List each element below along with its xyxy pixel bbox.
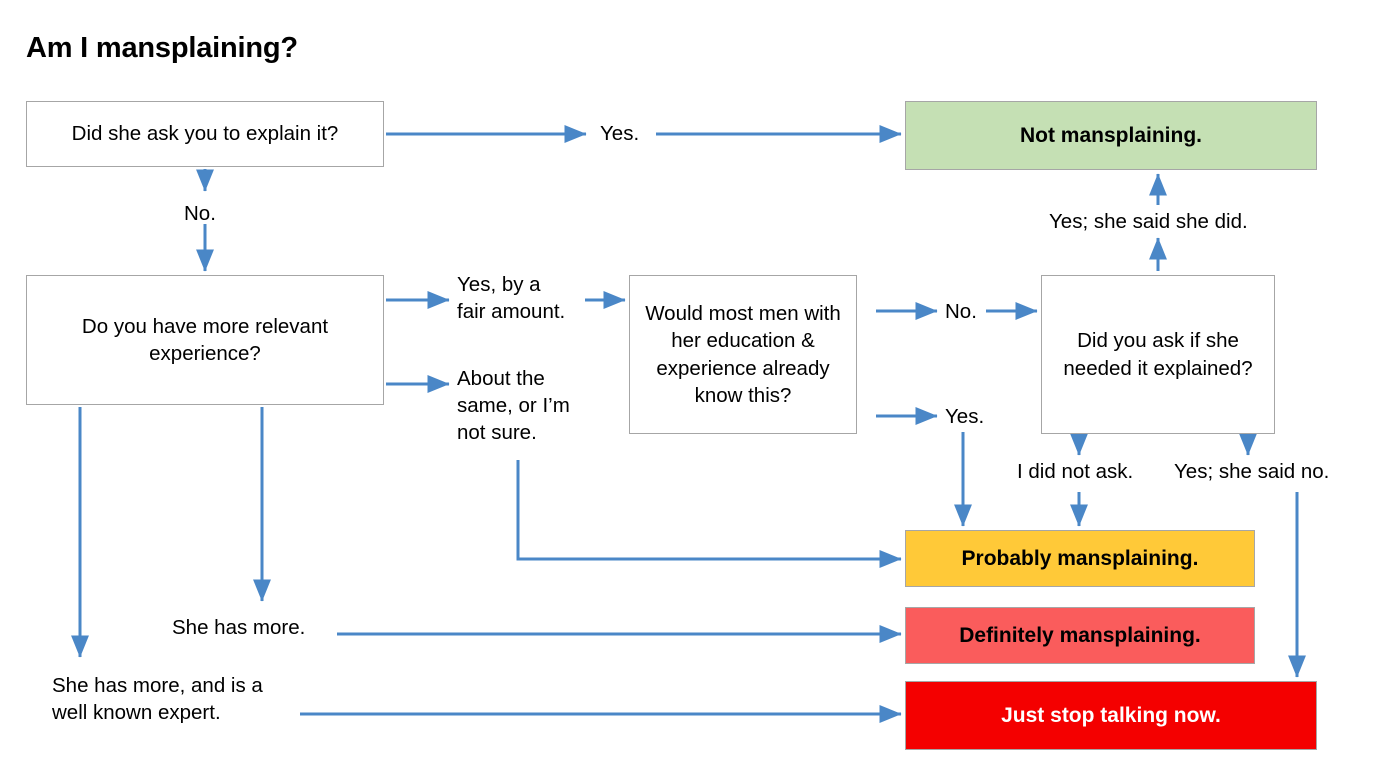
node-do-you-have-more-relevant-experience[interactable]: Do you have more relevant experience? xyxy=(26,275,384,405)
node-did-you-ask-if-she-needed-it-explained[interactable]: Did you ask if she needed it explained? xyxy=(1041,275,1275,434)
connector-about-same-to-probably xyxy=(516,460,902,568)
edge-label-no-down: No. xyxy=(184,202,216,225)
outcome-definitely-mansplaining[interactable]: Definitely mansplaining. xyxy=(905,607,1255,664)
node-would-most-men-already-know-this[interactable]: Would most men with her education & expe… xyxy=(629,275,857,434)
edge-label-about-the-same-or-im-not-sure: About the same, or I’m not sure. xyxy=(457,367,570,445)
outcome-just-stop-talking-now[interactable]: Just stop talking now. xyxy=(905,681,1317,750)
edge-label-yes-top: Yes. xyxy=(600,122,640,145)
edge-label-yes-by-a-fair-amount: Yes, by a fair amount. xyxy=(457,273,566,324)
edge-label-yes-she-said-no: Yes; she said no. xyxy=(1174,460,1330,483)
edge-label-she-has-more-well-known-expert: She has more, and is a well known expert… xyxy=(52,674,263,725)
page-title: Am I mansplaining? xyxy=(26,32,298,64)
edge-label-she-has-more: She has more. xyxy=(172,616,306,639)
edge-label-i-did-not-ask: I did not ask. xyxy=(1017,460,1134,483)
edge-label-yes-she-said-she-did: Yes; she said she did. xyxy=(1049,210,1248,233)
edge-label-no-right: No. xyxy=(945,300,977,323)
node-did-she-ask-you-to-explain-it[interactable]: Did she ask you to explain it? xyxy=(26,101,384,167)
edge-label-yes-middle: Yes. xyxy=(945,405,985,428)
outcome-not-mansplaining[interactable]: Not mansplaining. xyxy=(905,101,1317,170)
outcome-probably-mansplaining[interactable]: Probably mansplaining. xyxy=(905,530,1255,587)
